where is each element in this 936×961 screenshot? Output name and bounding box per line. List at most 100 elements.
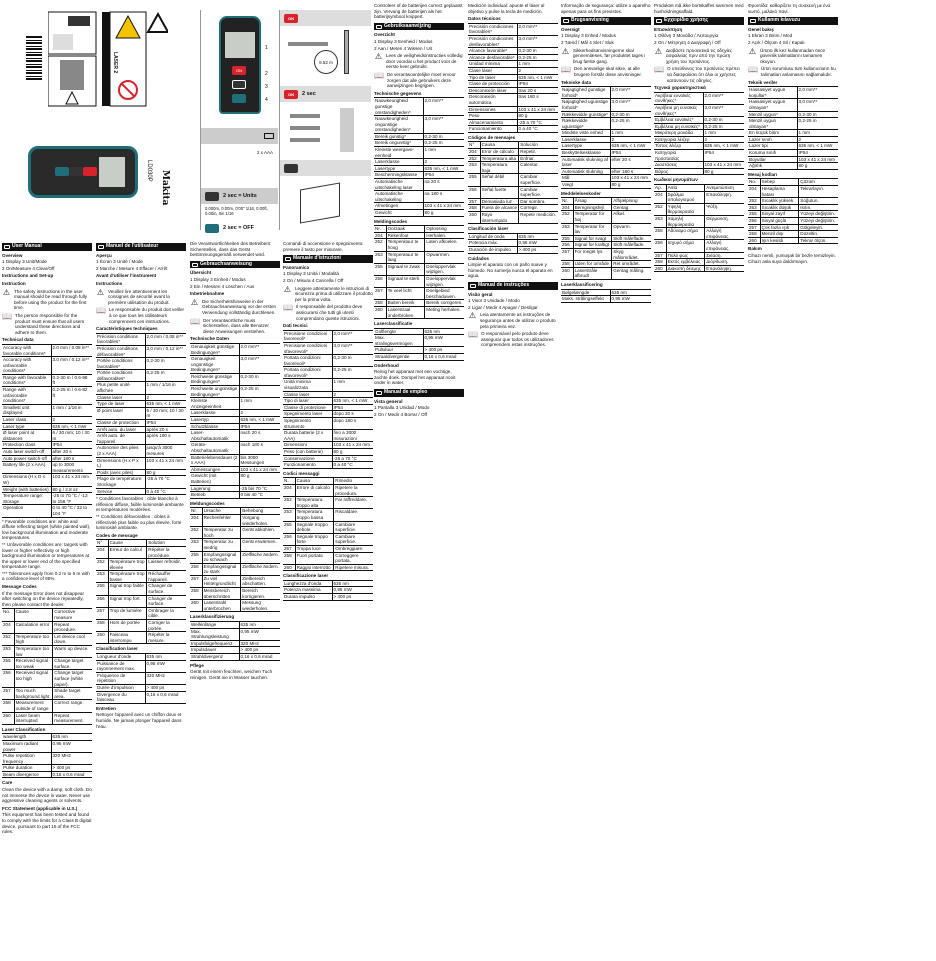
- table-cell: Repeat measurement.: [54, 712, 84, 724]
- table-cell: Laserstråle afbrudt: [574, 267, 613, 279]
- table-cell: 1 mm: [518, 61, 530, 67]
- warning-icon: ⚠: [96, 287, 105, 297]
- subheading: Vista general: [374, 398, 403, 404]
- table-cell: Αντιμετώπιση: [706, 185, 734, 191]
- table-cell: 255: [561, 235, 574, 242]
- table-cell: Alcance favorable*: [468, 48, 518, 54]
- table-cell: Bereik corrigeren.: [426, 300, 463, 306]
- table-cell: 0,2-25 m: [240, 386, 259, 392]
- table-row: Rækkevidde ugunstige*0,2-25 m: [561, 118, 651, 131]
- table-cell: Messbereich überschritten: [203, 588, 242, 600]
- table-cell: 80 g: [518, 113, 528, 119]
- table-cell: Genauigkeit günstige Bedingungen*: [190, 343, 240, 356]
- table-cell: 1 mm: [611, 130, 623, 136]
- table-cell: 256: [468, 186, 481, 198]
- table-cell: Skift måleflade.: [613, 242, 645, 248]
- table-cell: Ripetere misura.: [335, 564, 369, 570]
- table-cell: 258: [374, 300, 387, 306]
- table-cell: 253: [374, 251, 387, 263]
- table-cell: 253: [654, 216, 667, 228]
- subheading: Bakım: [748, 246, 762, 252]
- table-row: Pulse duration> 400 ps: [2, 765, 92, 772]
- table-cell: Changer de surface.: [148, 595, 173, 607]
- unit-icon: [205, 191, 219, 201]
- table-cell: Herhalen.: [426, 232, 447, 238]
- table-cell: Auto laser switch-off: [2, 449, 52, 455]
- table-row: Précision conditions favorables*2,0 mm /…: [96, 333, 186, 346]
- table-cell: Calentar.: [520, 162, 539, 168]
- subheading: Entretien: [96, 705, 116, 711]
- subheading: Overzicht: [374, 32, 395, 38]
- language-flag-icon: [98, 244, 104, 249]
- warning-icon: ⚠: [283, 284, 292, 294]
- table-cell: Χαμηλή θερμοκρασία: [667, 216, 706, 228]
- table-row: Plage de température: Stockage-25 à 70 °…: [96, 476, 186, 489]
- subheading: Pflege: [190, 662, 204, 668]
- table-cell: Επανάληψη.: [706, 265, 733, 271]
- table-cell: 635 nm, < 1 mW: [333, 398, 368, 404]
- subheading: Classificazione laser: [283, 573, 329, 579]
- table-cell: 635 nm, < 1 mW: [424, 165, 459, 171]
- table-cell: Kleinste weergave-eenheid: [374, 147, 424, 159]
- table-cell: Corregir.: [520, 205, 538, 211]
- table-cell: 255: [190, 551, 203, 563]
- table-cell: Precisione condizioni sfavorevoli*: [283, 342, 333, 355]
- table-row: Genauigkeit günstige Bedingungen*2,0 mm*…: [190, 343, 280, 357]
- table-cell: For meget lys: [574, 248, 613, 261]
- table-cell: Rimedio: [335, 478, 353, 484]
- warning-icon: ⚠: [468, 311, 477, 321]
- subheading: Codes de message: [96, 532, 138, 538]
- table-cell: Τύπος λέιζερ: [654, 143, 704, 150]
- table-cell: Hors de portée: [109, 620, 148, 632]
- table-cell: 3,0 mm**: [611, 99, 631, 105]
- table-cell: 258: [561, 261, 574, 267]
- subheading: Meldingscodes: [374, 218, 408, 224]
- table-cell: 0.2-30 m / 0.6-98 ft: [52, 374, 88, 386]
- table-cell: 260: [374, 306, 387, 319]
- table-cell: Αδύναμο σήμα: [667, 228, 706, 240]
- table-cell: Rekenfout: [387, 232, 426, 239]
- manual-book-icon: 📖: [374, 70, 384, 80]
- on-key: [83, 167, 97, 176]
- table-row: Lagerung-25 bis 70 °C: [190, 485, 280, 493]
- table-cell: 258: [654, 259, 667, 265]
- table-cell: Error de cálculo: [481, 149, 520, 155]
- table-cell: 253: [468, 162, 481, 174]
- instruction-note: 📖Le responsable du produit doit veiller …: [96, 307, 186, 324]
- manual-book-icon: 📖: [283, 303, 293, 313]
- table-cell: 6 / 30 mm; 10 / 30 m: [52, 430, 90, 441]
- subheading: Meldungscodes: [190, 500, 225, 506]
- table-cell: Laser class: [2, 417, 52, 423]
- off-icon: [205, 223, 219, 233]
- table-cell: Σκίαση.: [706, 252, 722, 258]
- section-heading: User Manual: [2, 243, 92, 251]
- instruction-note: 📖Ο υπεύθυνος του προϊόντος πρέπει να δια…: [654, 66, 744, 83]
- spec-table: Genauigkeit günstige Bedingungen*2,0 mm*…: [190, 342, 280, 499]
- table-cell: 103 x 41 x 24 mm: [611, 175, 649, 181]
- table-cell: efter 20 s: [611, 156, 631, 162]
- table-cell: Correggere portata.: [335, 552, 359, 564]
- table-cell: 0.95 mW: [52, 740, 71, 746]
- table-cell: Empfangssignal zu schwach: [203, 551, 242, 563]
- table-cell: Empfangssignal zu stark: [203, 563, 242, 575]
- language-flag-icon: [4, 244, 10, 249]
